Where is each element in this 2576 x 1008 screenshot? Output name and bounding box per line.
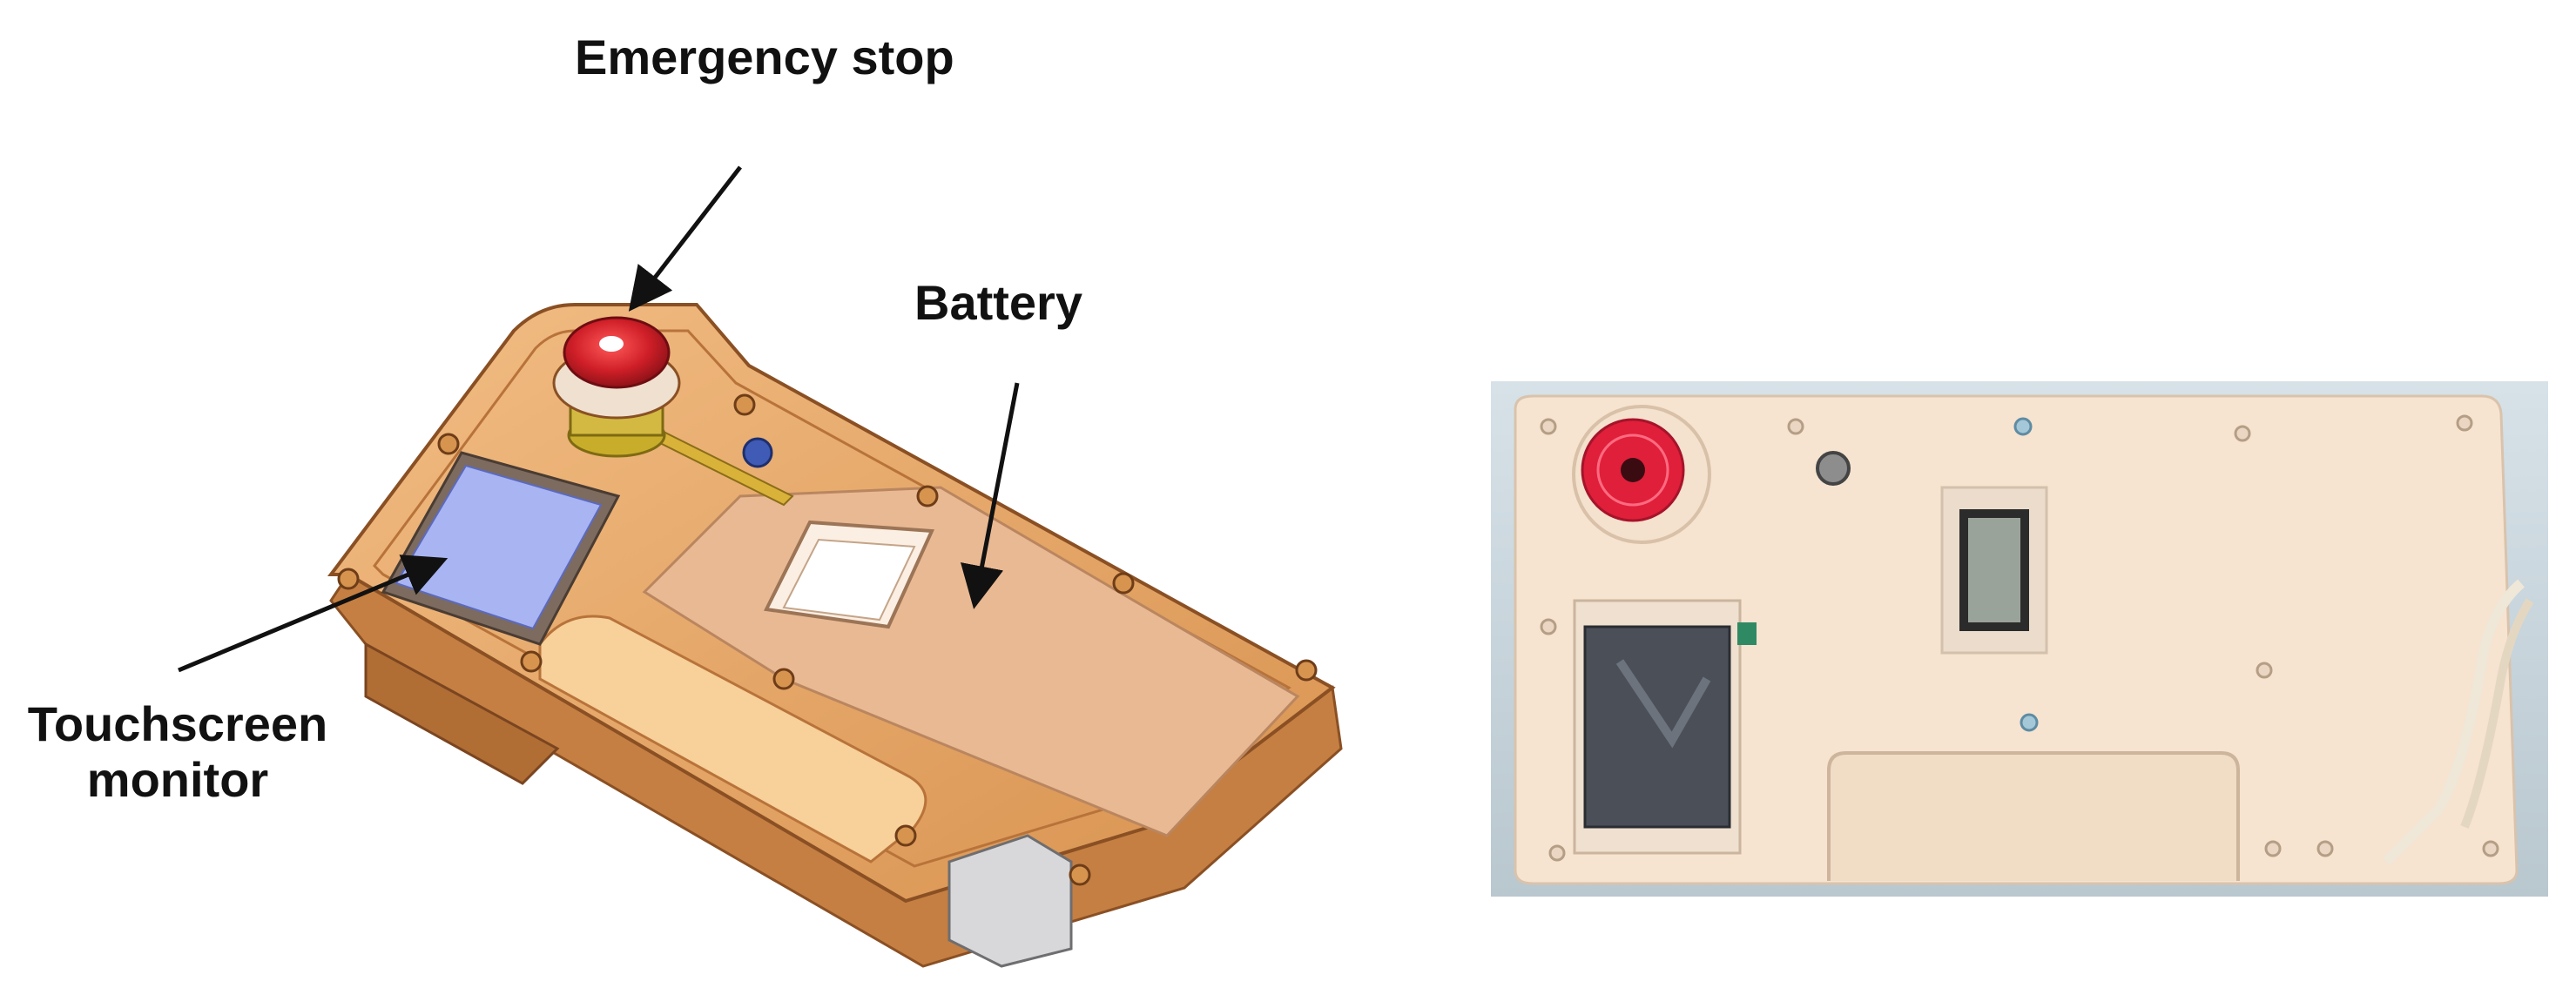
arrow-battery bbox=[960, 382, 1020, 609]
screw-heads bbox=[337, 393, 1318, 886]
device-photo bbox=[1491, 381, 2548, 897]
photo-cables bbox=[2382, 579, 2525, 866]
arrow-touchscreen bbox=[178, 554, 448, 673]
photo-emergency-stop bbox=[1572, 405, 1711, 544]
photo-knob bbox=[1816, 451, 1851, 486]
photo-handle-recess bbox=[1827, 751, 2240, 881]
cad-rendering bbox=[178, 165, 1343, 968]
touchscreen-monitor-label: Touchscreen monitor bbox=[21, 696, 334, 809]
emergency-stop-cad bbox=[552, 316, 681, 458]
connector-block bbox=[947, 834, 1073, 968]
touchscreen-label-line2: monitor bbox=[86, 752, 269, 808]
photo-touchscreen bbox=[1573, 599, 1757, 855]
handle-recess bbox=[538, 615, 927, 864]
photo-blue-screws bbox=[2013, 417, 2039, 732]
touchscreen-label-line1: Touchscreen bbox=[27, 696, 328, 751]
arrow-emergency-stop bbox=[628, 165, 742, 312]
photo-screws bbox=[1540, 414, 2499, 862]
photo-battery-display bbox=[1940, 486, 2048, 655]
mount-bracket bbox=[364, 642, 560, 785]
emergency-stop-label: Emergency stop bbox=[575, 30, 954, 84]
blue-switch bbox=[742, 437, 773, 468]
battery-label: Battery bbox=[914, 275, 1082, 330]
